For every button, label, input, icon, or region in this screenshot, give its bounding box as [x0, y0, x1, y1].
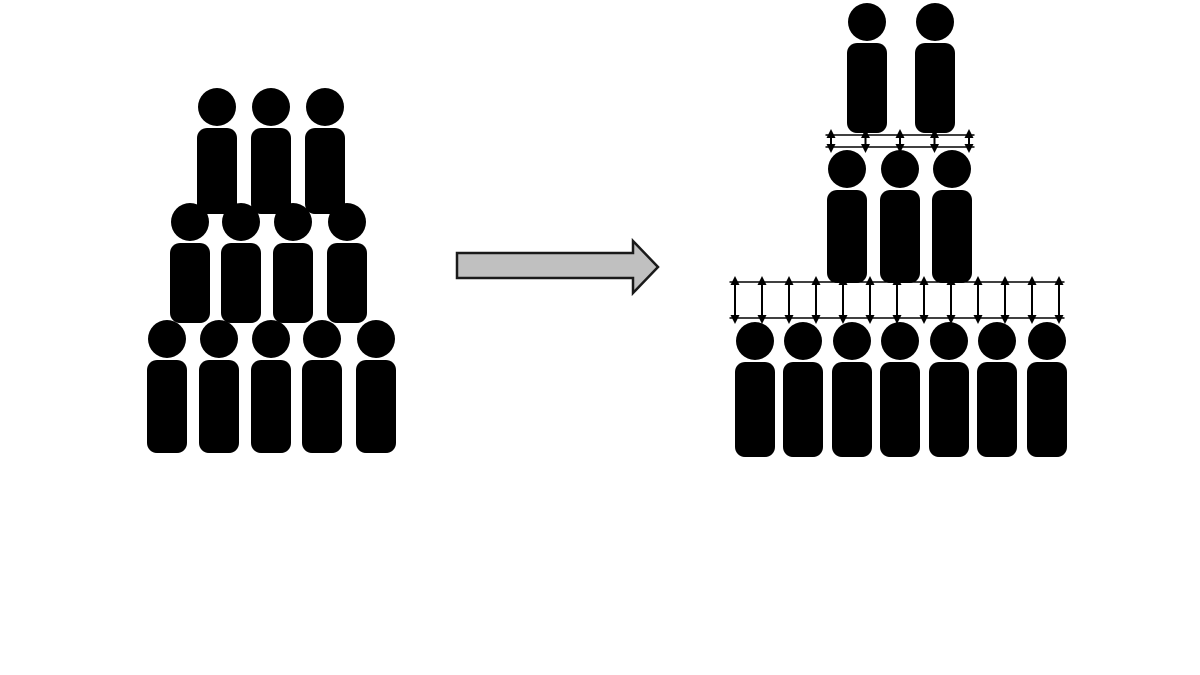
person-body — [932, 190, 972, 283]
person-body — [827, 190, 867, 283]
person-icon — [197, 88, 237, 214]
person-head — [252, 320, 290, 358]
person-head — [930, 322, 968, 360]
person-body — [915, 43, 955, 133]
double-headed-arrow-icon — [826, 129, 836, 153]
double-headed-arrow-icon — [1054, 276, 1064, 324]
double-headed-arrow-icon — [811, 276, 821, 324]
person-body — [783, 362, 823, 457]
person-icon — [735, 322, 775, 457]
double-headed-arrow-icon — [865, 276, 875, 324]
right-arrow-shape — [455, 237, 660, 297]
person-icon — [251, 320, 291, 453]
person-icon — [356, 320, 396, 453]
person-head — [148, 320, 186, 358]
person-icon — [170, 203, 210, 323]
person-body — [147, 360, 187, 453]
person-head — [881, 150, 919, 188]
person-body — [847, 43, 887, 133]
person-icon — [1027, 322, 1067, 457]
person-head — [171, 203, 209, 241]
double-headed-arrow-icon — [730, 276, 740, 324]
person-icon — [847, 3, 887, 133]
person-icon — [147, 320, 187, 453]
person-head — [933, 150, 971, 188]
person-head — [784, 322, 822, 360]
person-body — [735, 362, 775, 457]
person-body — [327, 243, 367, 323]
person-icon — [783, 322, 823, 457]
double-headed-arrow-icon — [973, 276, 983, 324]
person-head — [198, 88, 236, 126]
double-headed-arrow-icon — [784, 276, 794, 324]
person-body — [1027, 362, 1067, 457]
double-headed-arrow-icon — [1027, 276, 1037, 324]
double-headed-arrow-icon — [861, 129, 870, 153]
person-body — [199, 360, 239, 453]
person-body — [251, 360, 291, 453]
person-icon — [915, 3, 955, 133]
person-head — [848, 3, 886, 41]
person-body — [305, 128, 345, 214]
person-body — [356, 360, 396, 453]
person-head — [252, 88, 290, 126]
right-arrow-icon — [455, 237, 660, 297]
person-head — [916, 3, 954, 41]
double-headed-arrow-icon — [892, 276, 902, 324]
person-icon — [221, 203, 261, 323]
person-head — [828, 150, 866, 188]
person-head — [1028, 322, 1066, 360]
double-headed-arrow-icon — [838, 276, 848, 324]
person-icon — [977, 322, 1017, 457]
person-body — [273, 243, 313, 323]
person-body — [197, 128, 237, 214]
person-head — [222, 203, 260, 241]
person-head — [978, 322, 1016, 360]
double-headed-arrow-icon — [919, 276, 929, 324]
double-headed-arrow-icon — [757, 276, 767, 324]
person-head — [274, 203, 312, 241]
person-icon — [305, 88, 345, 214]
person-head — [328, 203, 366, 241]
person-body — [880, 362, 920, 457]
double-headed-arrow-icon — [895, 129, 905, 153]
person-icon — [929, 322, 969, 457]
person-head — [303, 320, 341, 358]
person-head — [881, 322, 919, 360]
double-headed-arrow-icon — [930, 129, 939, 153]
person-icon — [199, 320, 239, 453]
person-head — [833, 322, 871, 360]
person-body — [832, 362, 872, 457]
person-icon — [251, 88, 291, 214]
person-head — [357, 320, 395, 358]
person-body — [929, 362, 969, 457]
person-icon — [880, 150, 920, 283]
spacing-arrows-band — [729, 276, 1065, 324]
person-icon — [880, 322, 920, 457]
person-icon — [273, 203, 313, 323]
person-head — [736, 322, 774, 360]
person-body — [170, 243, 210, 323]
person-icon — [932, 150, 972, 283]
person-head — [200, 320, 238, 358]
person-body — [251, 128, 291, 214]
person-body — [302, 360, 342, 453]
double-headed-arrow-icon — [964, 129, 974, 153]
person-body — [977, 362, 1017, 457]
person-icon — [827, 150, 867, 283]
person-body — [221, 243, 261, 323]
double-headed-arrow-icon — [946, 276, 956, 324]
person-head — [306, 88, 344, 126]
double-headed-arrow-icon — [1000, 276, 1010, 324]
person-icon — [302, 320, 342, 453]
person-icon — [327, 203, 367, 323]
spacing-arrows-band — [825, 129, 975, 153]
person-icon — [832, 322, 872, 457]
person-body — [880, 190, 920, 283]
